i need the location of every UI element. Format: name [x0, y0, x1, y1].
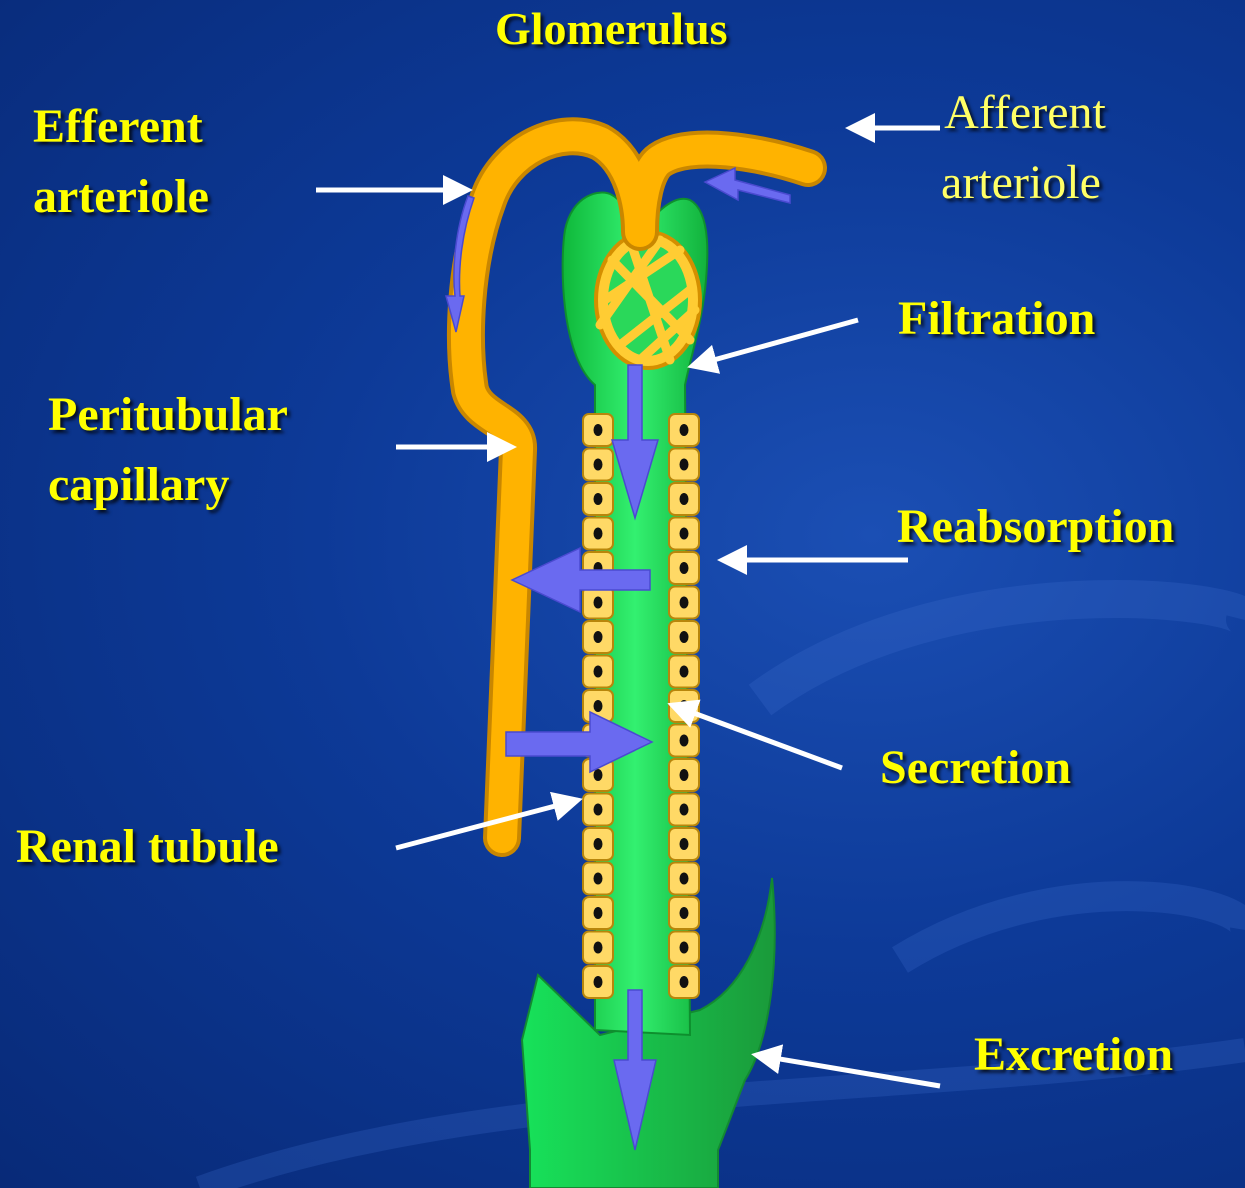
cell-nucleus: [680, 528, 689, 540]
cell-nucleus: [680, 597, 689, 609]
label-afferent-arteriole-line2: arteriole: [926, 148, 1116, 218]
label-afferent-arteriole-line1: Afferent: [930, 78, 1120, 148]
cell-nucleus: [680, 942, 689, 954]
cell-nucleus: [680, 838, 689, 850]
glomerulus-tuft: [596, 232, 700, 368]
cell-nucleus: [680, 631, 689, 643]
cell-nucleus: [680, 562, 689, 574]
cell-nucleus: [594, 424, 603, 436]
label-glomerulus: Glomerulus: [495, 0, 728, 63]
cell-nucleus: [680, 769, 689, 781]
cell-nucleus: [594, 597, 603, 609]
cell-nucleus: [594, 493, 603, 505]
cell-nucleus: [680, 459, 689, 471]
label-efferent-arteriole-line2: arteriole: [33, 162, 209, 232]
cell-nucleus: [680, 976, 689, 988]
label-reabsorption: Reabsorption: [897, 492, 1174, 562]
cell-nucleus: [594, 942, 603, 954]
cell-nucleus: [680, 493, 689, 505]
cell-nucleus: [680, 666, 689, 678]
cell-nucleus: [594, 769, 603, 781]
cell-nucleus: [594, 804, 603, 816]
cell-nucleus: [594, 700, 603, 712]
label-filtration: Filtration: [898, 284, 1095, 354]
label-peritubular-capillary-line2: capillary: [48, 450, 229, 520]
cell-nucleus: [680, 804, 689, 816]
cell-nucleus: [594, 666, 603, 678]
cell-nucleus: [594, 907, 603, 919]
label-secretion: Secretion: [880, 733, 1071, 803]
cell-nucleus: [680, 907, 689, 919]
label-renal-tubule: Renal tubule: [16, 812, 279, 882]
cell-nucleus: [594, 976, 603, 988]
cell-nucleus: [594, 873, 603, 885]
cell-nucleus: [594, 838, 603, 850]
cell-nucleus: [680, 873, 689, 885]
label-excretion: Excretion: [974, 1020, 1173, 1090]
cell-nucleus: [594, 459, 603, 471]
pointer-filtration: [692, 320, 858, 366]
cell-nucleus: [680, 424, 689, 436]
label-peritubular-capillary-line1: Peritubular: [48, 380, 288, 450]
label-efferent-arteriole-line1: Efferent: [33, 92, 203, 162]
cell-nucleus: [594, 631, 603, 643]
cell-nucleus: [594, 528, 603, 540]
cell-nucleus: [680, 735, 689, 747]
